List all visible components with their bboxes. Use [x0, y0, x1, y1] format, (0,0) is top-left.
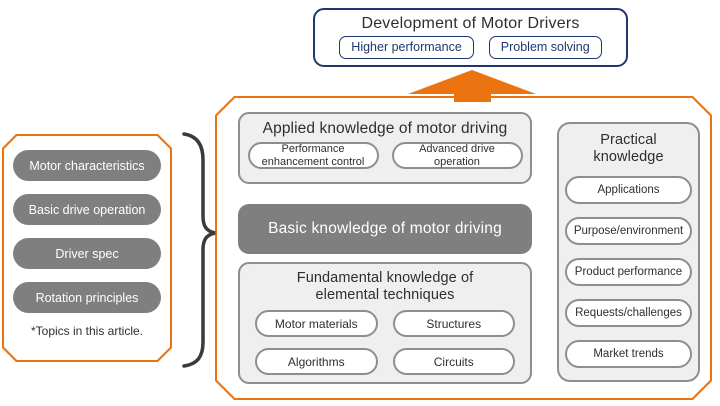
- requests-challenges-pill: Requests/challenges: [565, 298, 692, 327]
- article-topics-content: Motor characteristics Basic drive operat…: [2, 134, 172, 362]
- development-goal-box: Development of Motor Drivers Higher perf…: [313, 8, 628, 67]
- basic-drive-operation-pill: Basic drive operation: [13, 194, 161, 225]
- higher-performance-pill: Higher performance: [339, 36, 474, 59]
- basic-knowledge-panel: Basic knowledge of motor driving: [238, 204, 532, 254]
- applied-knowledge-pills: Performance enhancement control Advanced…: [240, 142, 530, 169]
- purpose-environment-pill: Purpose/environment: [565, 216, 692, 245]
- product-performance-pill: Product performance: [565, 257, 692, 286]
- structures-pill: Structures: [392, 310, 515, 338]
- practical-knowledge-panel: Practical knowledge Applications Purpose…: [557, 122, 700, 382]
- algorithms-pill: Algorithms: [255, 348, 378, 376]
- performance-enhancement-pill: Performance enhancement control: [247, 142, 379, 169]
- up-arrow-icon: [408, 70, 536, 102]
- applied-knowledge-panel: Applied knowledge of motor driving Perfo…: [238, 112, 532, 184]
- rotation-principles-pill: Rotation principles: [13, 282, 161, 313]
- main-knowledge-content: Applied knowledge of motor driving Perfo…: [215, 96, 712, 400]
- fundamental-knowledge-panel: Fundamental knowledge of elemental techn…: [238, 262, 532, 384]
- basic-knowledge-title: Basic knowledge of motor driving: [268, 220, 502, 237]
- problem-solving-pill: Problem solving: [488, 36, 602, 59]
- circuits-pill: Circuits: [392, 348, 515, 376]
- applied-knowledge-title: Applied knowledge of motor driving: [262, 120, 508, 137]
- practical-knowledge-title: Practical knowledge: [593, 132, 664, 166]
- motor-materials-pill: Motor materials: [255, 310, 378, 338]
- practical-knowledge-pills: Applications Purpose/environment Product…: [559, 175, 698, 368]
- advanced-drive-pill: Advanced drive operation: [391, 142, 523, 169]
- topics-note: *Topics in this article.: [30, 324, 144, 338]
- applications-pill: Applications: [565, 175, 692, 204]
- fundamental-knowledge-pills: Motor materials Structures Algorithms Ci…: [255, 310, 515, 376]
- motor-characteristics-pill: Motor characteristics: [13, 150, 161, 181]
- driver-spec-pill: Driver spec: [13, 238, 161, 269]
- market-trends-pill: Market trends: [565, 339, 692, 368]
- brace-icon: [182, 132, 216, 368]
- development-goal-pills: Higher performance Problem solving: [315, 36, 626, 59]
- fundamental-knowledge-title: Fundamental knowledge of elemental techn…: [296, 270, 474, 303]
- development-goal-title: Development of Motor Drivers: [361, 15, 580, 32]
